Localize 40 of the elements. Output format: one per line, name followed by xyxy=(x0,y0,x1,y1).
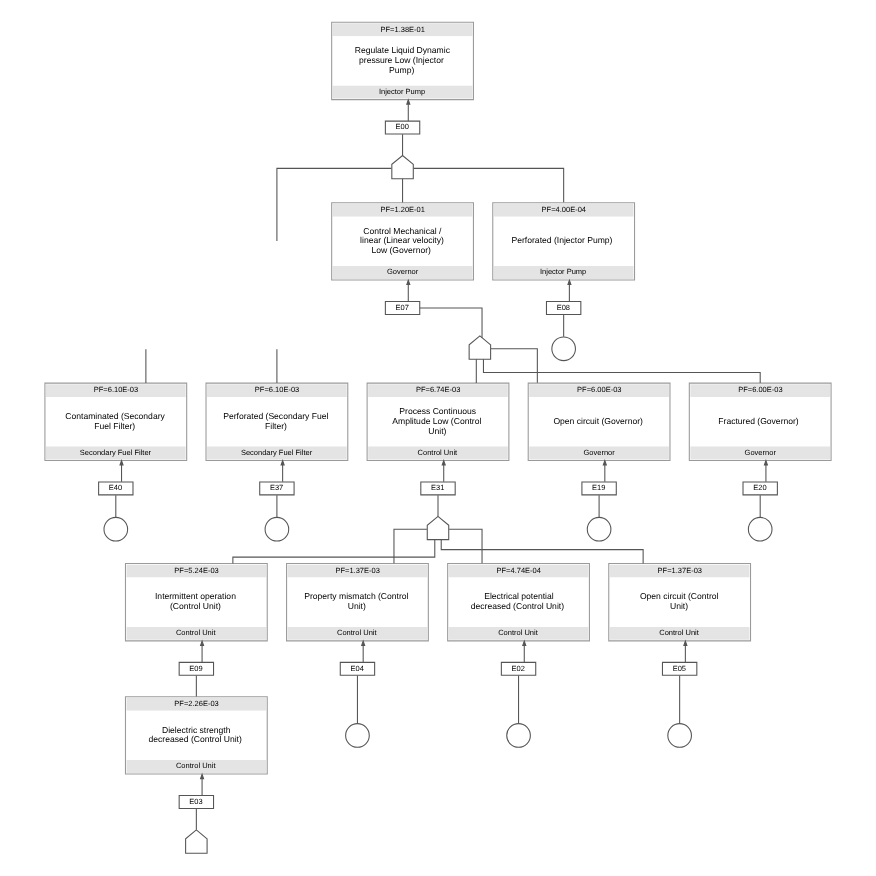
connector xyxy=(563,313,565,337)
connector xyxy=(419,306,483,338)
node-gate xyxy=(426,514,450,540)
connector xyxy=(276,493,278,517)
node-circle xyxy=(103,515,129,541)
node-circle xyxy=(506,722,531,747)
connector xyxy=(490,347,538,383)
node-circle xyxy=(747,515,773,541)
node-circle xyxy=(264,515,290,541)
connector xyxy=(413,166,565,202)
node-circle xyxy=(551,335,576,361)
connector xyxy=(598,493,600,517)
arrow xyxy=(199,771,205,795)
arrow xyxy=(763,458,769,482)
node-circle xyxy=(345,722,370,747)
node-circle xyxy=(586,515,612,541)
connector xyxy=(437,493,439,516)
arrow xyxy=(199,638,205,662)
connector xyxy=(475,357,477,383)
connector xyxy=(276,166,392,241)
connector xyxy=(440,538,644,563)
connector xyxy=(115,493,117,517)
connector xyxy=(145,347,147,383)
node-circle xyxy=(667,722,692,747)
connector xyxy=(402,132,404,155)
connector xyxy=(195,673,197,697)
connector xyxy=(393,527,428,563)
node-gate xyxy=(185,828,208,853)
connector xyxy=(356,673,358,723)
node-gate xyxy=(468,334,492,359)
connector xyxy=(482,357,761,383)
connector xyxy=(276,347,278,383)
connector xyxy=(679,673,681,723)
connector xyxy=(448,527,483,563)
connector xyxy=(518,673,520,723)
connector xyxy=(232,538,436,563)
connector xyxy=(759,493,761,517)
connector xyxy=(402,177,404,203)
node-gate xyxy=(391,153,414,179)
connector xyxy=(195,807,197,830)
